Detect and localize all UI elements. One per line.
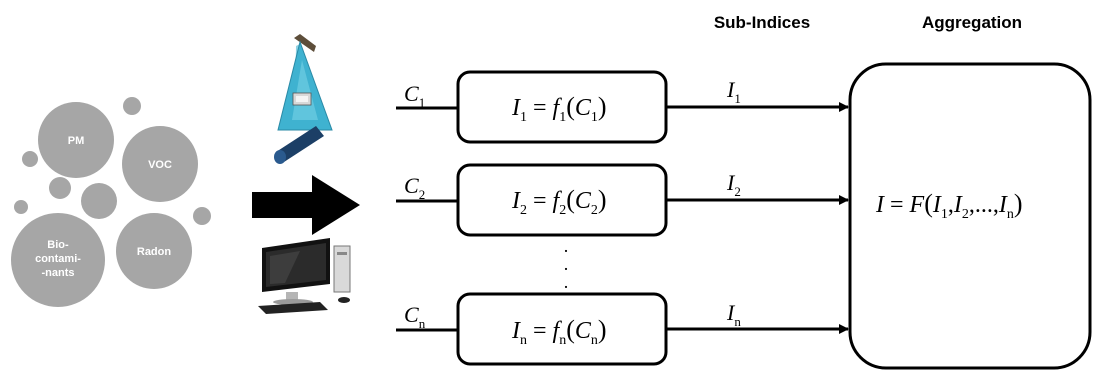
radon-bubble — [116, 213, 192, 289]
small-bubble — [123, 97, 141, 115]
function-formula-n: In = fn(Cn) — [511, 315, 607, 348]
voc-label: VOC — [148, 159, 172, 171]
aggregation-header: Aggregation — [922, 13, 1022, 32]
aggregation-box — [848, 62, 1092, 370]
input-label-n: Cn — [404, 302, 426, 331]
function-box-2 — [456, 163, 668, 237]
aggregation-formula: I = F(I1,I2,...,In) — [875, 189, 1023, 222]
output-label-2: I2 — [726, 170, 741, 199]
function-box-n — [456, 292, 668, 366]
radon-label: Radon — [137, 246, 172, 258]
small-bubble — [193, 207, 211, 225]
small-bubble — [14, 200, 28, 214]
small-bubble — [81, 183, 117, 219]
function-formula-2: I2 = f2(C2) — [511, 185, 607, 218]
air-sampler-icon — [274, 34, 333, 164]
input-label-1: C1 — [404, 81, 425, 110]
ellipsis-dot: . — [564, 236, 569, 256]
biocontaminants-bubble — [11, 213, 105, 307]
output-label-n: In — [726, 300, 741, 329]
ellipsis-dot: . — [564, 254, 569, 274]
ellipsis-dot: . — [564, 272, 569, 292]
function-box-1 — [456, 70, 668, 144]
output-label-1: I1 — [726, 77, 741, 106]
pollutant-bubbles — [11, 97, 211, 307]
small-bubble — [49, 177, 71, 199]
sub-indices-header: Sub-Indices — [714, 13, 810, 32]
bio-label-line1: Bio- — [47, 239, 69, 251]
pm-bubble — [38, 102, 114, 178]
pm-label: PM — [68, 135, 85, 147]
computer-icon — [258, 238, 351, 314]
bio-label-line2: contami- — [35, 253, 81, 265]
voc-bubble — [122, 126, 198, 202]
transfer-arrow — [252, 175, 360, 235]
input-label-2: C2 — [404, 173, 425, 202]
bio-label-line3: -nants — [42, 267, 75, 279]
function-formula-1: I1 = f1(C1) — [511, 92, 607, 125]
small-bubble — [22, 151, 38, 167]
